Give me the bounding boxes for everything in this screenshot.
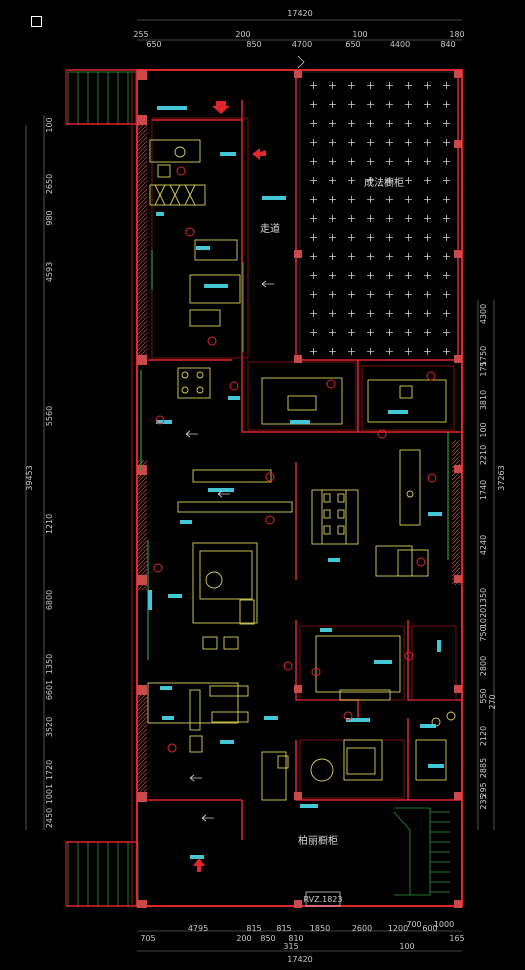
stairs-bottom-right (393, 807, 450, 896)
dim-bottom-n: 165 (449, 934, 464, 943)
stairs-top-left (67, 71, 137, 125)
dim-top2-f: 840 (440, 40, 455, 49)
dim-bottom-l: 600 (422, 924, 437, 933)
dim-top2-b: 850 (246, 40, 261, 49)
dim-bottom-total: 17420 (287, 955, 312, 964)
dim-right-g: 1740 (479, 480, 488, 500)
dim-right-l: 2800 (479, 656, 488, 676)
dim-right-n: 270 (488, 694, 497, 709)
dim-left-a: 100 (45, 117, 54, 132)
dim-left-g: 6800 (45, 590, 54, 610)
dim-left-m: 2450 (45, 808, 54, 828)
socket-markers (153, 166, 437, 753)
dim-bottom-e: 850 (260, 934, 275, 943)
wall-hatch-right (452, 440, 460, 585)
dim-right-d: 3810 (479, 390, 488, 410)
dim-left-i: 6601 (45, 680, 54, 700)
dim-bottom-f: 815 (276, 924, 291, 933)
dim-top-b: 200 (235, 30, 250, 39)
dim-bottom-b: 4795 (188, 924, 208, 933)
dim-top2-c: 4700 (292, 40, 312, 49)
dim-left-h: 1350 (45, 654, 54, 674)
equipment-markers (148, 106, 444, 859)
dim-top2-e: 4400 (390, 40, 410, 49)
stairs-bottom-left (67, 841, 139, 907)
dim-right-o: 2120 (479, 726, 488, 746)
dim-right-total: 37263 (497, 465, 506, 490)
direction-arrows (193, 101, 266, 872)
left-dimensions: 39453 100 2650 980 4593 5560 1210 6800 1… (25, 115, 54, 830)
top-dimensions: 17420 255 200 100 180 650 850 4700 650 4… (133, 9, 464, 49)
direction-ticks (185, 280, 274, 822)
dim-left-e: 5560 (45, 406, 54, 426)
wall-hatch-left-low (137, 690, 147, 800)
dim-bottom-c: 200 (236, 934, 251, 943)
dim-left-k: 1720 (45, 760, 54, 780)
dim-left-c: 980 (45, 210, 54, 225)
dim-right-q: 295 (479, 782, 488, 797)
dim-right-m: 550 (479, 688, 488, 703)
right-dimensions: 37263 4300 1750 175 3810 100 2210 1740 4… (477, 300, 506, 830)
dim-right-r: 235 (479, 794, 488, 809)
dim-right-f: 2210 (479, 445, 488, 465)
dim-right-e: 100 (479, 422, 488, 437)
wall-hatch-left-top (137, 125, 147, 360)
dim-right-a: 4300 (479, 304, 488, 324)
dim-left-j: 3520 (45, 717, 54, 737)
dim-bottom2-b: 100 (399, 942, 414, 951)
dim-bottom-i: 2600 (352, 924, 372, 933)
wall-hatch-left-mid (137, 460, 147, 590)
dim-left-d: 4593 (45, 262, 54, 282)
terrace-bottom-label: 柏丽橱柜 (298, 834, 338, 847)
corridor-label: 走道 (260, 222, 280, 235)
dim-right-j: 1020 (479, 608, 488, 628)
furniture (147, 139, 456, 801)
bottom-dimensions: 705 4795 200 815 850 815 810 1850 2600 1… (137, 920, 465, 964)
window-control-icon[interactable] (31, 16, 42, 27)
dim-bottom-d: 815 (246, 924, 261, 933)
dim-right-c: 175 (479, 361, 488, 376)
dim-left-l: 1001 (45, 784, 54, 804)
dim-left-f: 1210 (45, 514, 54, 534)
structural-columns (137, 70, 462, 908)
dim-bottom-m: 1000 (434, 920, 454, 929)
dim-left-b: 2650 (45, 174, 54, 194)
entrance-tag: RVZ.1823 (304, 895, 343, 904)
dim-top2-d: 650 (345, 40, 360, 49)
terrace-top-label: 成法橱柜 (364, 176, 404, 189)
dim-bottom-g: 810 (288, 934, 303, 943)
dim-right-p: 2885 (479, 758, 488, 778)
dim-top2-a: 650 (146, 40, 161, 49)
dim-bottom-k: 700 (406, 920, 421, 929)
dim-bottom-a: 705 (140, 934, 155, 943)
dim-top-a: 255 (133, 30, 148, 39)
dim-right-k: 750 (479, 626, 488, 641)
dim-right-i: 1350 (479, 588, 488, 608)
dim-right-h: 4240 (479, 535, 488, 555)
entrance: RVZ.1823 (304, 891, 343, 907)
dim-left-total: 39453 (25, 465, 34, 490)
dim-top-d: 180 (449, 30, 464, 39)
dim-bottom2-a: 315 (283, 942, 298, 951)
dim-top-c: 100 (352, 30, 367, 39)
dim-bottom-j: 1200 (388, 924, 408, 933)
door-marker (297, 55, 305, 69)
dim-top-total: 17420 (287, 9, 312, 18)
dim-bottom-h: 1850 (310, 924, 330, 933)
thin-partitions (151, 117, 457, 799)
dim-right-b: 1750 (479, 346, 488, 366)
terrace-top-hatch (299, 71, 459, 361)
